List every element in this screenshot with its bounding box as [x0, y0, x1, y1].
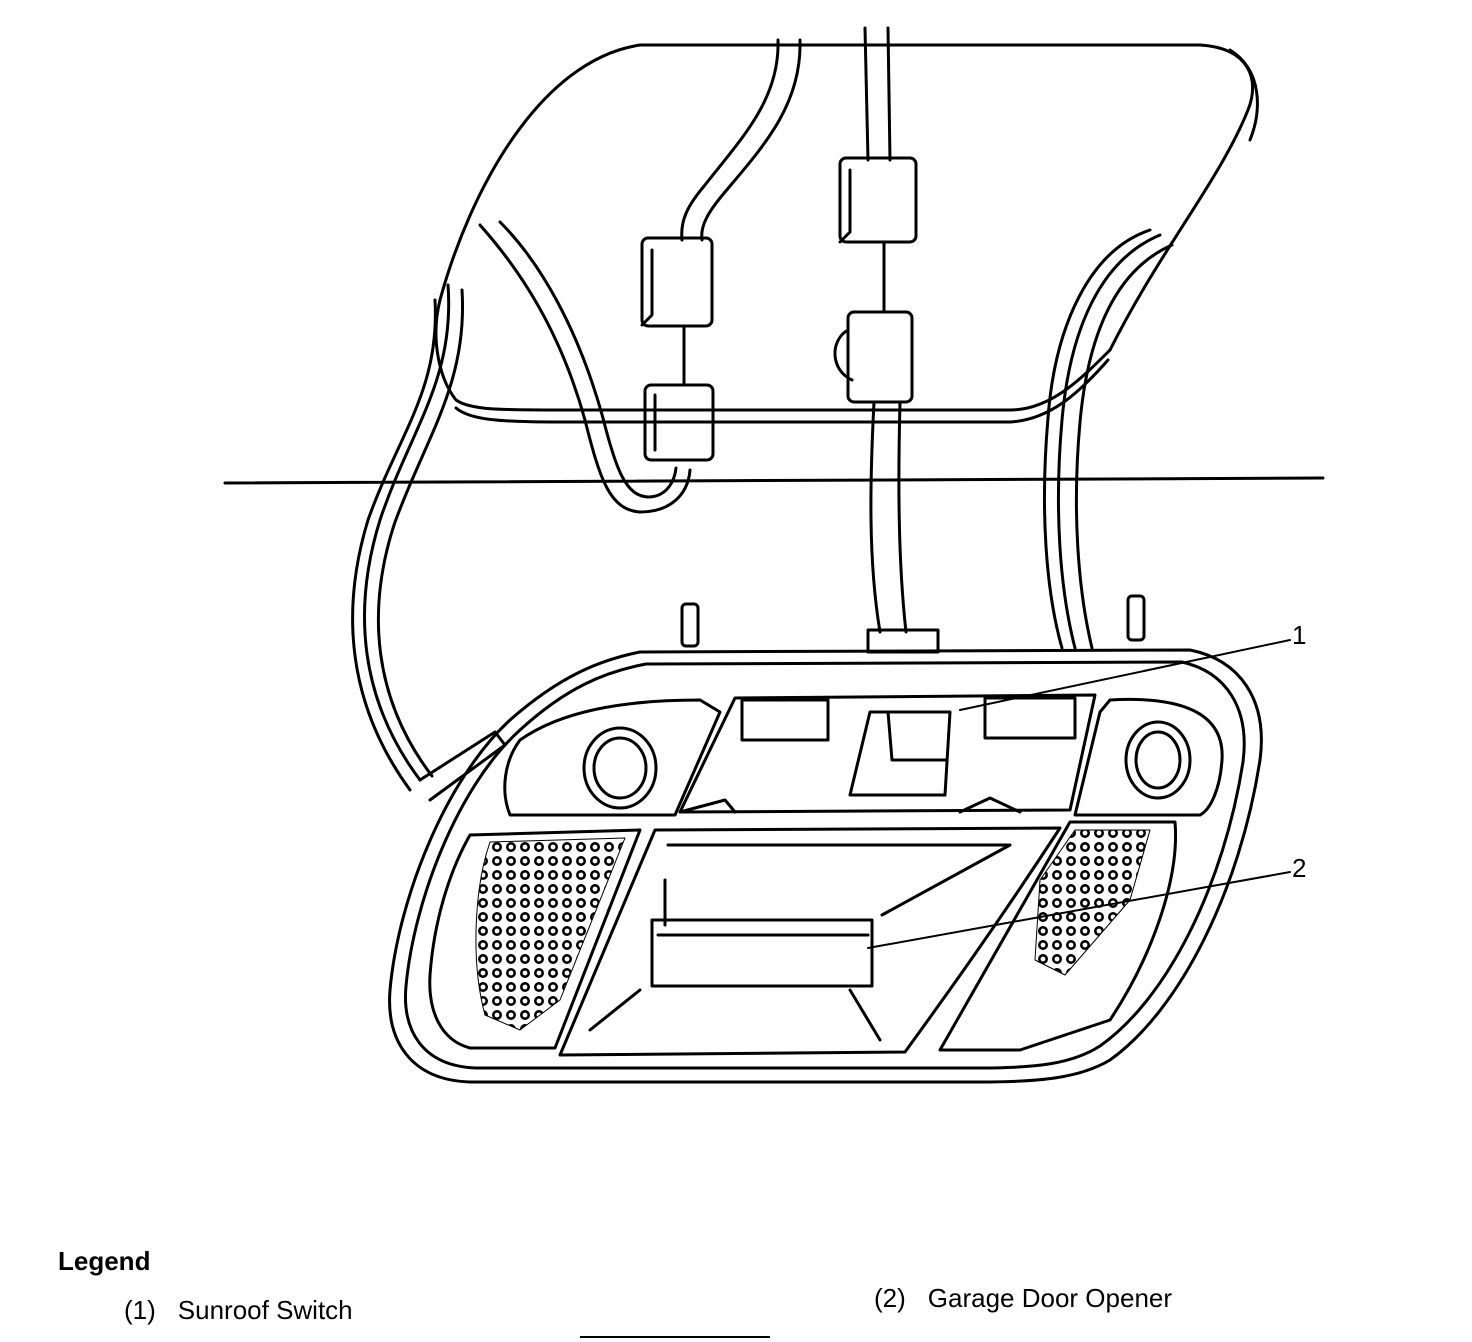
right-wire-harness [1042, 228, 1174, 650]
striped-wire-harness-center-top [863, 26, 892, 162]
garage-door-opener [650, 918, 874, 988]
right-grille [938, 820, 1178, 1052]
right-reading-lamp [1073, 697, 1224, 817]
callout-leaders [867, 639, 1291, 949]
overhead-console-housing [388, 648, 1263, 1084]
legend-item-label: Garage Door Opener [927, 1283, 1173, 1313]
left-reading-lamp [503, 698, 722, 817]
callout-number-2: 2 [1292, 853, 1306, 883]
left-grille [428, 828, 642, 1050]
overhead-console-diagram: 1 2 [223, 26, 1325, 1084]
left-wire-harness [351, 283, 465, 792]
striped-wire-harness-top-left [680, 38, 802, 242]
sunroof-switch [848, 710, 952, 797]
legend-item-sunroof-switch: (1) Sunroof Switch [124, 1295, 353, 1326]
legend-title: Legend [58, 1246, 151, 1276]
center-compartment [558, 826, 1062, 1057]
connector-b [833, 156, 918, 404]
striped-wire-harness-left [478, 220, 692, 514]
legend-item-number: (1) [124, 1295, 156, 1325]
switch-bay [678, 693, 1097, 814]
connector-a [640, 236, 715, 462]
legend-item-label: Sunroof Switch [177, 1295, 353, 1325]
center-wire-harness [869, 400, 908, 634]
footer-divider [580, 1336, 770, 1338]
legend-item-number: (2) [874, 1283, 906, 1313]
headliner-panel [223, 43, 1325, 485]
callout-number-1: 1 [1292, 620, 1306, 650]
legend-item-garage-door-opener: (2) Garage Door Opener [874, 1283, 1172, 1314]
